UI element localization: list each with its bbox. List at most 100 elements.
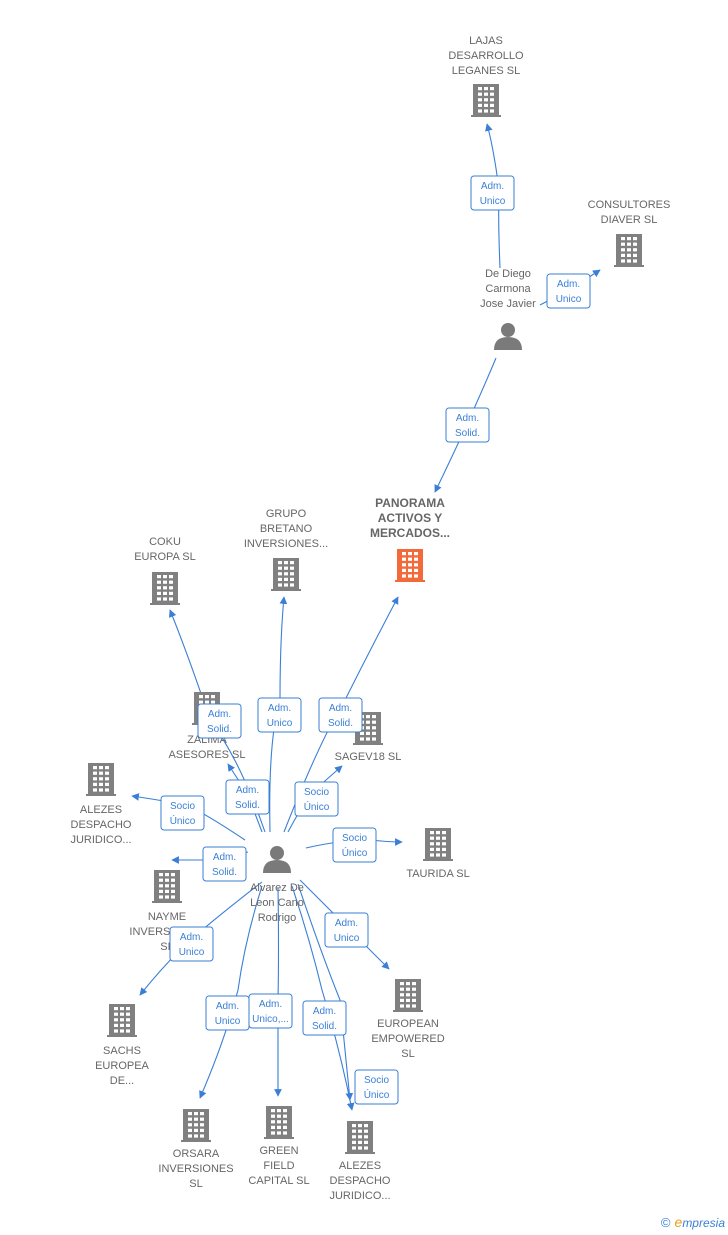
node-label-line: DIAVER SL <box>601 214 658 226</box>
node-label-line: Carmona <box>485 283 531 295</box>
edge-label-line: Adm. <box>335 918 358 929</box>
node-green[interactable]: GREEN FIELD CAPITAL SL <box>248 1106 310 1187</box>
edge-label-line: Adm. <box>216 1001 239 1012</box>
empresia-brand[interactable]: © empresia <box>661 1214 725 1230</box>
node-label-line: Jose Javier <box>480 298 536 310</box>
node-label-line: FIELD <box>263 1160 294 1172</box>
building-icon <box>181 1109 211 1142</box>
edge-label[interactable]: Adm. Unico <box>546 273 591 309</box>
node-label-line: COKU <box>149 536 181 548</box>
edge-label-line: Socio <box>342 833 367 844</box>
edge-label-line: Unico,... <box>252 1014 289 1025</box>
node-label-line: ALEZES <box>80 804 122 816</box>
edge-label-line: Solid. <box>207 724 232 735</box>
building-icon <box>107 1004 137 1037</box>
node-label-line: ALEZES <box>339 1160 381 1172</box>
copyright-icon: © <box>660 1214 671 1230</box>
node-label-line: Leon Cano <box>250 897 304 909</box>
person-icon <box>494 323 522 350</box>
edge-label[interactable]: Adm.Unico <box>205 995 250 1031</box>
node-label-line: DE... <box>110 1075 134 1087</box>
node-label-line: DESPACHO <box>330 1175 391 1187</box>
brand-name-rest: mpresia <box>682 1216 725 1230</box>
edge-label[interactable]: Adm.Solid. <box>302 1000 347 1036</box>
edge-label-line: Solid. <box>328 718 353 729</box>
building-icon <box>393 979 423 1012</box>
edge-label-line: Solid. <box>235 800 260 811</box>
node-label-line: LEGANES SL <box>452 65 520 77</box>
edge-label-line: Adm. <box>208 709 231 720</box>
edge-label[interactable]: Adm.Unico <box>257 697 302 733</box>
edge-label-line: Único <box>304 800 330 813</box>
edge-label-line: Unico <box>556 294 582 305</box>
edge-label[interactable]: Adm.Unico <box>470 175 515 211</box>
node-sachs[interactable]: SACHS EUROPEA DE... <box>95 1004 150 1087</box>
node-label-line: ORSARA <box>173 1148 220 1160</box>
node-label-line: DESARROLLO <box>448 50 524 62</box>
node-european[interactable]: EUROPEAN EMPOWERED SL <box>371 979 445 1060</box>
node-bretano[interactable]: GRUPOBRETANOINVERSIONES... <box>244 508 328 591</box>
node-taurida[interactable]: TAURIDA SL <box>406 828 470 880</box>
building-icon <box>150 572 180 605</box>
edge-label-line: Adm. <box>236 785 259 796</box>
edge-label[interactable]: Adm.Solid. <box>202 846 247 882</box>
node-label-line: TAURIDA SL <box>406 868 469 880</box>
edge-label-line: Unico <box>480 196 506 207</box>
edge-label[interactable]: Adm.Solid. <box>445 407 490 443</box>
node-label-line: EUROPEAN <box>377 1018 439 1030</box>
building-icon <box>86 763 116 796</box>
nodes-layer: LAJAS DESARROLLO LEGANES SL CONSULTORESDIAV… <box>70 35 670 1202</box>
edge-label-line: Único <box>342 846 368 859</box>
edge-label-line: Adm. <box>259 999 282 1010</box>
node-alezes2[interactable]: ALEZESDESPACHOJURIDICO... <box>329 1121 391 1202</box>
node-label-line: SACHS <box>103 1045 141 1057</box>
building-icon <box>471 84 501 117</box>
node-label-line: LAJAS <box>469 35 503 47</box>
node-label-line: De Diego <box>485 268 531 280</box>
edge-label-line: Adm. <box>456 413 479 424</box>
edge-label[interactable]: Adm. Unico <box>324 912 369 948</box>
edge-alvarez-alezes2 <box>291 885 355 1111</box>
node-lajas[interactable]: LAJAS DESARROLLO LEGANES SL <box>448 35 524 117</box>
edge-label-line: Unico <box>179 947 205 958</box>
edge-label-line: Adm. <box>213 852 236 863</box>
building-icon <box>423 828 453 861</box>
node-label-line: BRETANO <box>260 523 313 535</box>
brand-name: empresia <box>675 1214 725 1230</box>
node-label-line: EUROPEA <box>95 1060 149 1072</box>
building-icon <box>152 870 182 903</box>
edge-label[interactable]: Adm. Solid. <box>225 779 270 815</box>
node-label-line: SL <box>401 1048 414 1060</box>
node-label-line: ASESORES SL <box>168 749 245 761</box>
building-icon <box>264 1106 294 1139</box>
edge-label-line: Adm. <box>557 279 580 290</box>
node-alezes1[interactable]: ALEZESDESPACHOJURIDICO... <box>70 763 132 846</box>
node-coku[interactable]: COKU EUROPA SL <box>134 536 196 605</box>
edge-label[interactable]: Adm. Solid. <box>318 697 363 733</box>
edge-label[interactable]: Adm. Unico <box>169 926 214 962</box>
edge-label-line: Adm. <box>268 703 291 714</box>
edge-label[interactable]: Adm. Unico,... <box>248 993 293 1029</box>
edge-label-line: Adm. <box>180 932 203 943</box>
node-label-line: GREEN <box>259 1145 298 1157</box>
node-label-line: NAYME <box>148 911 186 923</box>
edge-label-line: Unico <box>334 933 360 944</box>
building-icon <box>271 558 301 591</box>
building-icon <box>395 549 425 582</box>
edge-label-line: Adm. <box>329 703 352 714</box>
edge-label[interactable]: Adm. Solid. <box>197 703 242 739</box>
node-label-line: CAPITAL SL <box>248 1175 309 1187</box>
node-label-line: EMPOWERED <box>371 1033 444 1045</box>
node-label-line: EUROPA SL <box>134 551 196 563</box>
edge-label-line: Único <box>170 814 196 827</box>
